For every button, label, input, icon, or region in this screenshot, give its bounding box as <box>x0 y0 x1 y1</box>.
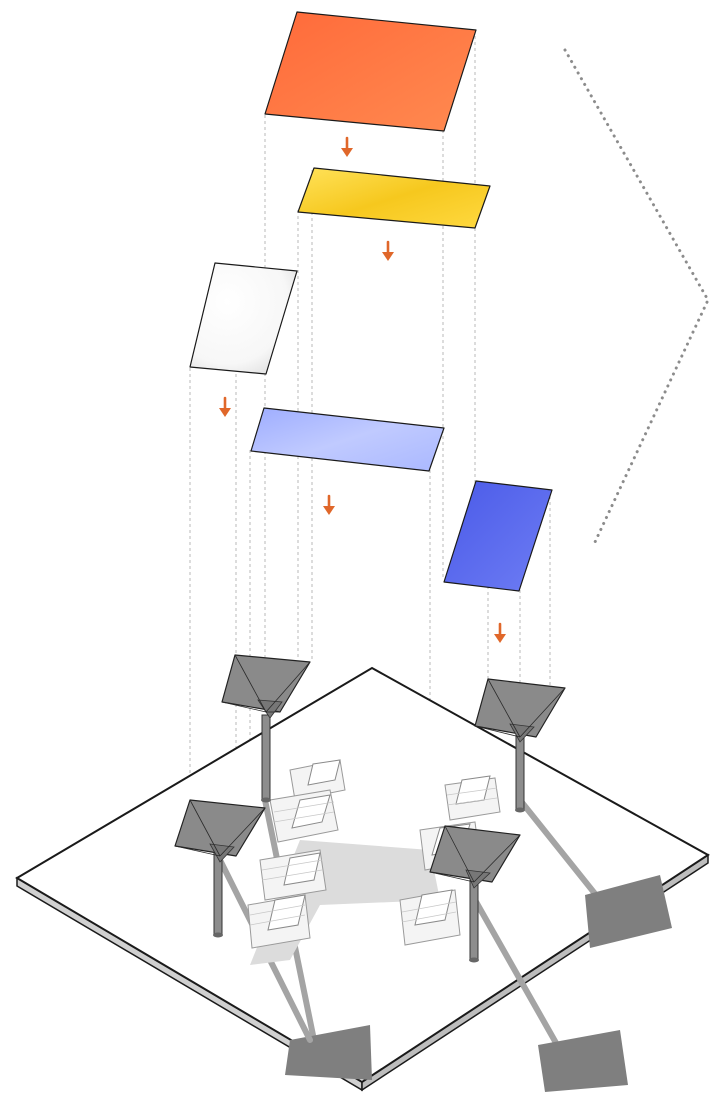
down-arrow-icon <box>341 136 353 157</box>
blue-panel <box>443 480 553 592</box>
building-row-left <box>247 759 346 949</box>
umbrella-structure <box>221 654 311 803</box>
umbrella-structure <box>174 799 266 938</box>
down-arrow-icon <box>219 396 231 417</box>
umbrella-structure <box>474 678 566 813</box>
yellow-panel <box>297 167 491 229</box>
umbrella-structure <box>429 825 521 963</box>
white-panel <box>189 262 298 375</box>
down-arrow-icon <box>494 622 506 643</box>
umbrella-shadows <box>217 797 672 1092</box>
orange-panel <box>264 11 477 132</box>
down-arrow-icon <box>323 494 335 515</box>
down-arrow-icon <box>382 240 394 261</box>
lavender-panel <box>250 407 445 472</box>
dotted-bracket-line <box>563 48 710 544</box>
